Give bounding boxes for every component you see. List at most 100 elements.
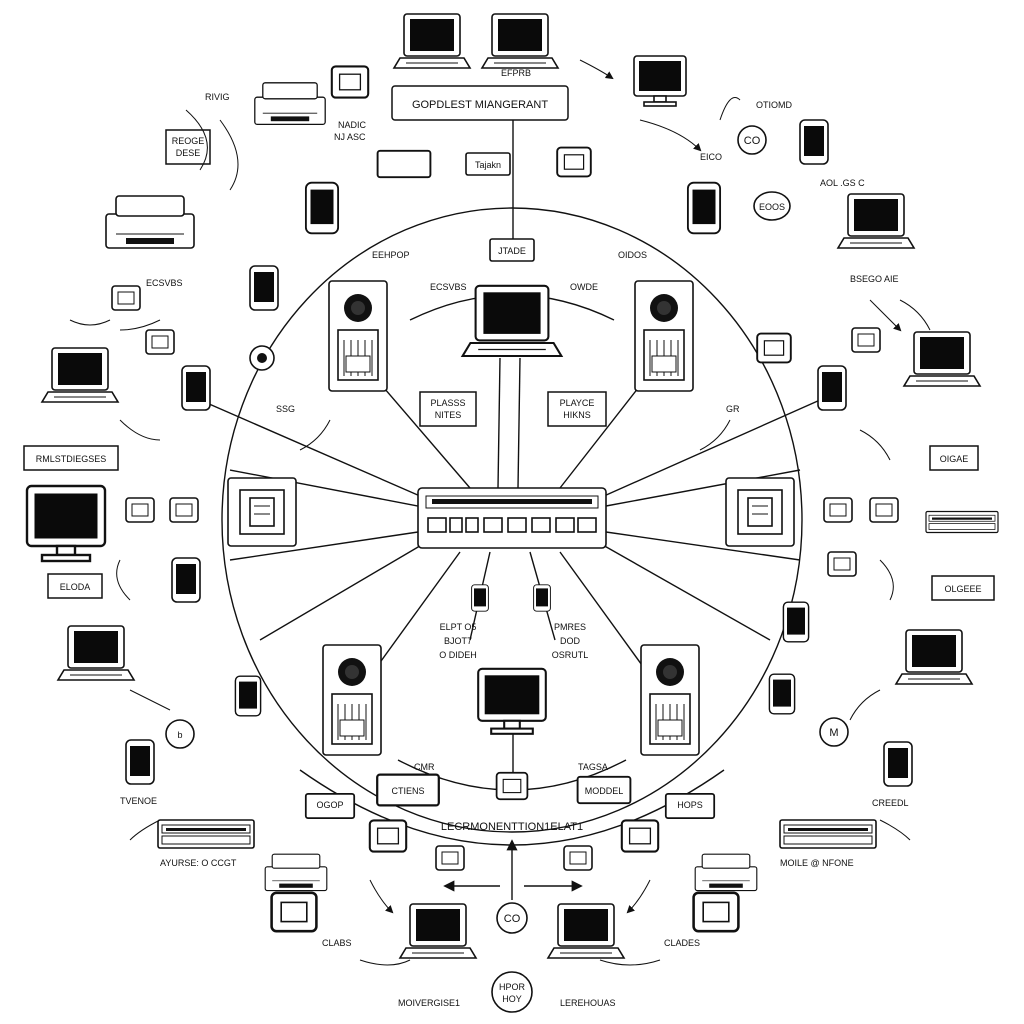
- phone-left-e: [125, 739, 155, 785]
- phone-upper-left: [304, 181, 340, 235]
- svg-text:HOPS: HOPS: [677, 800, 703, 810]
- label-lerehous: LEREHOUAS: [560, 998, 616, 1008]
- module-left-b: [145, 329, 175, 355]
- phone-upper-right: [686, 181, 722, 235]
- phone-right-b: [817, 365, 847, 411]
- label-ecredl: CREEDL: [872, 798, 909, 808]
- module-left-a: [111, 285, 141, 311]
- label-aol: AOL .GS C: [820, 178, 865, 188]
- label-playce: PLAYCE: [560, 398, 595, 408]
- lower-tags: OGOP CTIENS CMR MODDEL TAGSA HOPS: [304, 762, 716, 871]
- label-dese: DESE: [176, 148, 201, 158]
- svg-text:PMRES: PMRES: [554, 622, 586, 632]
- left-laptop-upper: [41, 347, 119, 403]
- ogae-box: [929, 445, 979, 471]
- label-co-bottom: CO: [504, 913, 521, 925]
- svg-text:CTIENS: CTIENS: [391, 786, 424, 796]
- label-m: M: [829, 727, 838, 739]
- label-nj-asc: NJ ASC: [334, 132, 366, 142]
- svg-text:ELPT O5: ELPT O5: [440, 622, 477, 632]
- left-monitor: [25, 484, 107, 563]
- panel-left: [227, 477, 297, 547]
- label-clades: CLADES: [664, 938, 700, 948]
- bottom-left-module: [270, 891, 318, 933]
- label-b: b: [177, 730, 182, 740]
- top-right-monitor: [633, 55, 687, 107]
- label-hpor: HPOR: [499, 982, 526, 992]
- tag-left: [376, 149, 432, 179]
- top-title: GOPDLEST MIANGERANT: [412, 99, 548, 111]
- central-switch: [417, 487, 607, 549]
- svg-text:BJOT7: BJOT7: [444, 636, 472, 646]
- bottom-right-device: [694, 853, 758, 892]
- svg-text:DOD: DOD: [560, 636, 581, 646]
- top-title-box: [391, 85, 569, 121]
- bottom-arrows: [443, 839, 583, 900]
- eloda-box: [47, 573, 103, 599]
- label-jade: ECSVBS: [430, 282, 467, 292]
- bottom-left-device: [264, 853, 328, 892]
- svg-text:TAGSA: TAGSA: [578, 762, 608, 772]
- label-ayurse: AYURSE: O CCGT: [160, 858, 237, 868]
- playce-box: [547, 391, 607, 427]
- reoge-box: [165, 129, 211, 165]
- plases-box: [419, 391, 477, 427]
- module-right-a: [756, 332, 792, 364]
- module-right-b: [851, 327, 881, 353]
- right-laptop-lower: [895, 629, 973, 685]
- panel-right: [725, 477, 795, 547]
- m-node: [819, 717, 849, 747]
- label-oidos: OIDOS: [618, 250, 647, 260]
- right-rack: [925, 510, 999, 534]
- module-left-d: [169, 497, 199, 523]
- label-co-top: CO: [744, 135, 761, 147]
- olgeee-box: [931, 575, 995, 601]
- label-reoge: REOGE: [172, 136, 205, 146]
- label-nadic: NADIC: [338, 120, 367, 130]
- left-rack-lower: [157, 819, 255, 849]
- server-tower-top-right: [634, 280, 694, 392]
- phone-left-d: [234, 675, 262, 717]
- label-olgeee: OLGEEE: [944, 584, 981, 594]
- label-nites: NITES: [435, 410, 462, 420]
- svg-text:MODDEL: MODDEL: [585, 786, 624, 796]
- label-otiomd: OTIOMD: [756, 100, 792, 110]
- label-clabs: CLABS: [322, 938, 352, 948]
- label-ogae: OIGAE: [940, 454, 969, 464]
- label-tajakn: Tajakn: [475, 160, 501, 170]
- label-tvenoe: TVENOE: [120, 796, 157, 806]
- label-eloda: ELODA: [60, 582, 91, 592]
- label-jtade: JTADE: [498, 246, 526, 256]
- label-moile: MOILE @ NFONE: [780, 858, 854, 868]
- rmlstdiegses-box: [23, 445, 119, 471]
- label-owde: OWDE: [570, 282, 598, 292]
- label-ssg: SSG: [276, 404, 295, 414]
- svg-text:CMR: CMR: [414, 762, 435, 772]
- server-tower-bottom-right: [640, 644, 700, 756]
- label-gr: GR: [726, 404, 740, 414]
- label-moivergse: MOIVERGISE1: [398, 998, 460, 1008]
- hpor-node: [491, 971, 533, 1013]
- module-right-d: [869, 497, 899, 523]
- ring-bus-line: [221, 207, 803, 833]
- right-rack-lower: [779, 819, 877, 849]
- top-laptop-right: [481, 13, 559, 69]
- phone-right-d: [768, 673, 796, 715]
- label-hoy: HOY: [502, 994, 522, 1004]
- label-eoos: EOOS: [759, 202, 785, 212]
- label-lecrm: LECRMONENTTION1ELAT1: [441, 821, 583, 833]
- connector-squiggles: [69, 59, 931, 966]
- co-node-bottom: [496, 902, 528, 934]
- module-left-c: [125, 497, 155, 523]
- bottom-right-module: [692, 891, 740, 933]
- svg-text:OSRUTL: OSRUTL: [552, 650, 589, 660]
- top-left-device: [254, 82, 326, 126]
- center-bottom-monitor: [477, 667, 547, 735]
- center-lower-labels: ELPT O5 BJOT7 O DIDEH PMRES DOD OSRUTL: [439, 622, 588, 660]
- svg-text:OGOP: OGOP: [316, 800, 343, 810]
- svg-text:O DIDEH: O DIDEH: [439, 650, 477, 660]
- center-bottom-hub: [495, 771, 529, 801]
- co-node-top: [737, 125, 767, 155]
- label-eico: EICO: [700, 152, 722, 162]
